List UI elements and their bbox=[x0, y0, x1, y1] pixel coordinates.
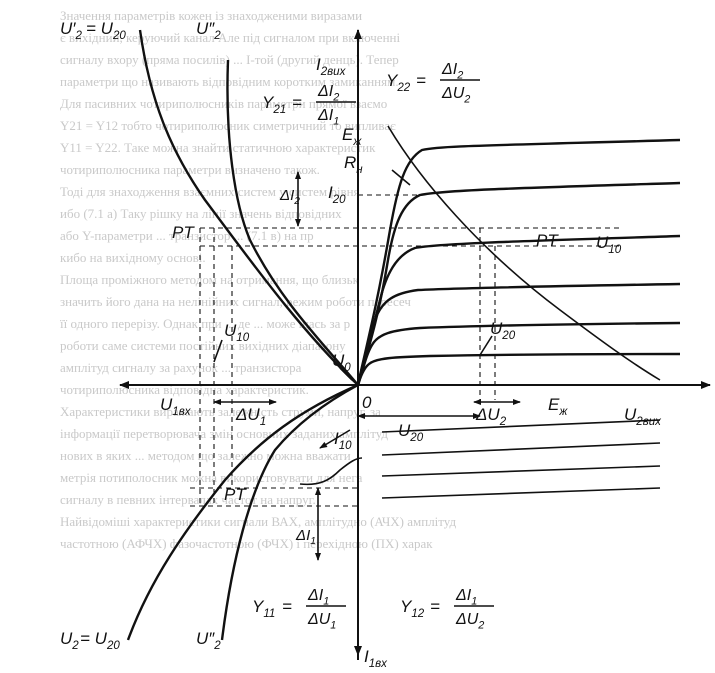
ghost-text-line: Зна­чення параметрів кожен із знаходжени… bbox=[60, 8, 362, 23]
u2-bottom-label: U2 bbox=[60, 629, 79, 652]
i10-label: I10 bbox=[334, 429, 352, 452]
ghost-text-line: чотириполюсника параметри визначено тако… bbox=[60, 162, 320, 177]
pt-left-label: PT bbox=[172, 223, 195, 242]
feedback-line-3 bbox=[381, 465, 661, 477]
ghost-text-line: значить його дана на нелінійних сигнал, … bbox=[60, 294, 411, 309]
svg-text:ΔI1: ΔI1 bbox=[307, 587, 329, 607]
ghost-text-line: Y11 = Y22. Таке можна знайти статичною х… bbox=[60, 140, 376, 155]
u2-double-prime-top-label: U″2 bbox=[196, 19, 221, 42]
i1-axis-label: I1вх bbox=[364, 647, 388, 670]
u10-mid-label: U10 bbox=[224, 321, 250, 344]
ghost-text-line: Площа проміжного методом на отримання, щ… bbox=[60, 272, 360, 287]
ghost-text-line: ибо (7.1 а) Таку рішку на лінії значень … bbox=[60, 206, 342, 221]
ghost-text-line: Тоді для знаходження взаємних систем у с… bbox=[60, 184, 360, 199]
svg-text:Y11: Y11 bbox=[252, 597, 275, 620]
svg-text:ΔU2: ΔU2 bbox=[441, 85, 470, 105]
transfer-curve-1 bbox=[138, 29, 359, 386]
load-line-marker bbox=[391, 169, 411, 186]
pt-bottom-label: PT bbox=[224, 485, 247, 504]
svg-text:ΔI2: ΔI2 bbox=[441, 61, 463, 81]
svg-text:=: = bbox=[292, 93, 302, 112]
u2-prime-top-label: U′2 bbox=[60, 19, 82, 42]
ghost-text-line: параметри що називають відповідним корот… bbox=[60, 74, 399, 89]
svg-text:ΔI1: ΔI1 bbox=[317, 107, 339, 127]
u0-label: U0 bbox=[332, 351, 351, 374]
svg-text:=: = bbox=[282, 597, 292, 616]
ghost-text-line: нових в яких ... методом що залежно можн… bbox=[60, 448, 351, 463]
ghost-text-line: інформації перетворювача змін основних з… bbox=[60, 426, 388, 441]
u20-top-label: = U20 bbox=[86, 19, 126, 42]
svg-text:Y21: Y21 bbox=[262, 93, 286, 116]
i10-arrow bbox=[319, 429, 351, 449]
ghost-text-line: метрія потиполосник можна використовуват… bbox=[60, 470, 363, 485]
u20-axis-label: U20 bbox=[398, 421, 424, 444]
ghost-text-line: є вихідний, керуючий канал Але під сигна… bbox=[60, 30, 400, 45]
feedback-line-4 bbox=[381, 487, 661, 499]
input-curve-1 bbox=[126, 383, 359, 641]
svg-text:=: = bbox=[430, 597, 440, 616]
transfer-curve-2 bbox=[226, 59, 359, 386]
input-curve-2 bbox=[220, 383, 359, 641]
svg-text:ΔI2: ΔI2 bbox=[317, 83, 339, 103]
rn-label: Rн bbox=[344, 153, 363, 176]
dI1-label: ΔI1 bbox=[295, 527, 316, 547]
svg-text:Y12: Y12 bbox=[400, 597, 425, 620]
feedback-squiggle bbox=[299, 457, 363, 486]
svg-text:=: = bbox=[416, 71, 426, 90]
u0-leader bbox=[339, 367, 353, 381]
svg-text:ΔI1: ΔI1 bbox=[455, 587, 477, 607]
u20-bottom-label: = U20 bbox=[80, 629, 120, 652]
u20-mid-label: U20 bbox=[490, 319, 516, 342]
dI2-label: ΔI2 bbox=[279, 187, 300, 207]
ghost-text-line: її одного перерізу. Однак при ... де ...… bbox=[60, 316, 350, 331]
ghost-text-line: роботи саме системи постійних вихідних д… bbox=[60, 338, 346, 353]
ghost-text-line: частотною (АФЧХ) фазочастотною (ФЧХ) і п… bbox=[60, 536, 433, 551]
ghost-text-line: кибо на вихідному основі. bbox=[60, 250, 206, 265]
svg-text:ΔU2: ΔU2 bbox=[455, 611, 484, 631]
dU2-label: ΔU2 bbox=[475, 405, 507, 428]
feedback-line-2 bbox=[381, 442, 661, 456]
load-line bbox=[387, 125, 661, 381]
u20-leader bbox=[479, 335, 493, 356]
i2-axis-label: I2вих bbox=[316, 55, 347, 78]
output-curve-6 bbox=[356, 352, 681, 386]
ez-top-label: Eж bbox=[342, 125, 362, 148]
dU1-label: ΔU1 bbox=[235, 405, 266, 428]
u2-double-prime-bottom-label: U″2 bbox=[196, 629, 221, 652]
output-curve-1 bbox=[356, 138, 681, 385]
output-curve-4 bbox=[356, 282, 681, 386]
i20-label: I20 bbox=[328, 183, 346, 206]
u10-leader bbox=[213, 339, 223, 363]
pt-right-label: PT bbox=[536, 231, 559, 250]
svg-text:Y22: Y22 bbox=[386, 71, 411, 94]
ghost-text-line: амплітуд сигналу за рахунок ... транзист… bbox=[60, 360, 302, 375]
ez-axis-label: Eж bbox=[548, 395, 568, 418]
u1-axis-label: U1вх bbox=[160, 395, 192, 418]
feedback-line-1 bbox=[381, 419, 661, 433]
ghost-text-line: Для пасивних чотириполюсників параметри … bbox=[60, 96, 387, 111]
svg-text:ΔU1: ΔU1 bbox=[307, 611, 336, 631]
ghost-text-lines: Зна­чення параметрів кожен із знаходжени… bbox=[60, 8, 456, 551]
origin-label: 0 bbox=[362, 393, 372, 412]
u10-top-label: U10 bbox=[596, 233, 622, 256]
output-curve-5 bbox=[356, 321, 681, 386]
u2-axis-label: U2вих bbox=[624, 405, 662, 428]
